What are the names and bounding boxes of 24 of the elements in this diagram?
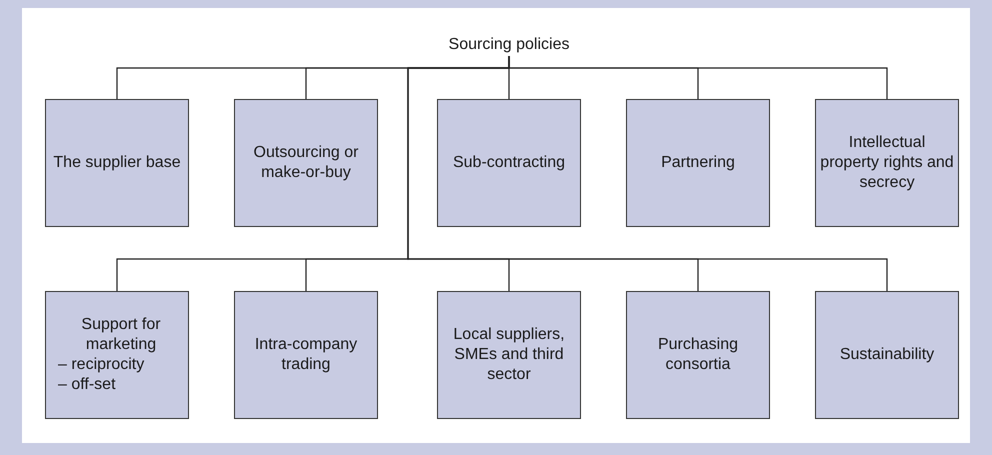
connector-line bbox=[407, 56, 888, 291]
category-box bbox=[437, 99, 581, 227]
category-box bbox=[815, 99, 959, 227]
box-label: Purchasing consortia bbox=[656, 335, 740, 375]
box-label: Outsourcing or make-or-buy bbox=[252, 143, 360, 183]
category-box bbox=[626, 291, 770, 419]
box-label: Intra-company trading bbox=[254, 335, 358, 375]
box-label: Support for marketing bbox=[80, 315, 162, 355]
category-box bbox=[626, 99, 770, 227]
box-label: Sustainability bbox=[840, 345, 934, 365]
box-label: Sub-contracting bbox=[452, 153, 566, 173]
category-box bbox=[815, 291, 959, 419]
box-label: Intellectual property rights and secrecy bbox=[820, 133, 954, 193]
box-label: The supplier base bbox=[53, 153, 181, 173]
category-box bbox=[234, 291, 378, 419]
box-label: – off-set bbox=[58, 375, 116, 395]
box-label: Partnering bbox=[661, 153, 735, 173]
category-box bbox=[45, 99, 189, 227]
category-box bbox=[437, 291, 581, 419]
box-label: – reciprocity bbox=[58, 355, 144, 375]
box-label: Local suppliers, SMEs and third sector bbox=[452, 325, 566, 385]
category-box bbox=[234, 99, 378, 227]
category-box bbox=[45, 291, 189, 419]
root-heading: Sourcing policies bbox=[448, 35, 570, 55]
